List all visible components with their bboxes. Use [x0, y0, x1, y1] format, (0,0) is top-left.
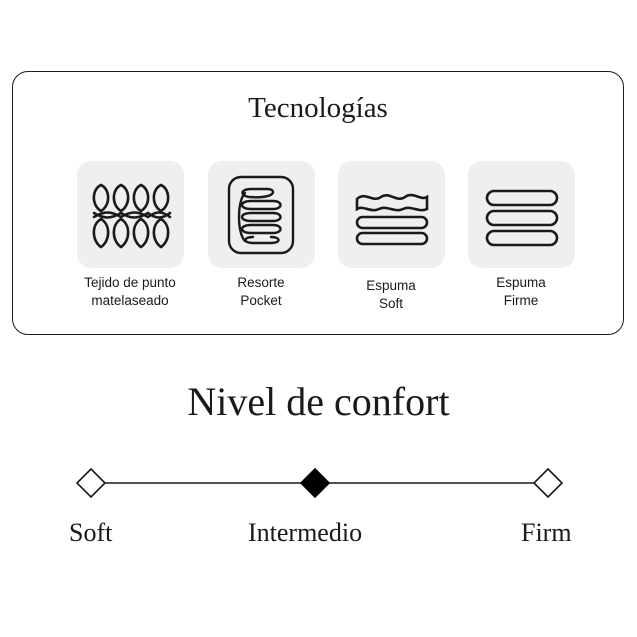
tech-label: Espuma Soft	[366, 278, 416, 311]
tech-label: Espuma Firme	[496, 275, 546, 308]
quilted-knit-icon	[92, 183, 172, 249]
tech-tile	[337, 161, 445, 268]
tech-item-pocket-spring: Resorte Pocket	[201, 161, 321, 310]
tech-tile	[207, 161, 315, 268]
tech-item-quilted-knit: Tejido de punto matelaseado	[70, 161, 190, 310]
level-marker-firm[interactable]	[532, 467, 564, 499]
tech-label: Tejido de punto matelaseado	[84, 275, 176, 308]
firm-foam-icon	[485, 189, 559, 246]
technologies-card: Tecnologías Tejido de punto matelasea	[12, 71, 624, 335]
tech-tile	[76, 161, 184, 268]
level-label-soft: Soft	[69, 518, 113, 547]
comfort-title: Nivel de confort	[187, 379, 450, 424]
tech-item-firm-foam: Espuma Firme	[461, 161, 581, 310]
pocket-spring-icon	[227, 175, 295, 254]
tech-label: Resorte Pocket	[237, 275, 285, 308]
level-label-firm: Firm	[521, 518, 572, 547]
tech-tile	[467, 161, 575, 268]
level-marker-intermedio-selected[interactable]	[299, 467, 331, 499]
level-marker-soft[interactable]	[75, 467, 107, 499]
level-label-intermedio: Intermedio	[248, 518, 363, 547]
soft-foam-icon	[355, 193, 429, 245]
tech-item-soft-foam: Espuma Soft	[331, 161, 451, 313]
technologies-title: Tecnologías	[248, 92, 388, 124]
